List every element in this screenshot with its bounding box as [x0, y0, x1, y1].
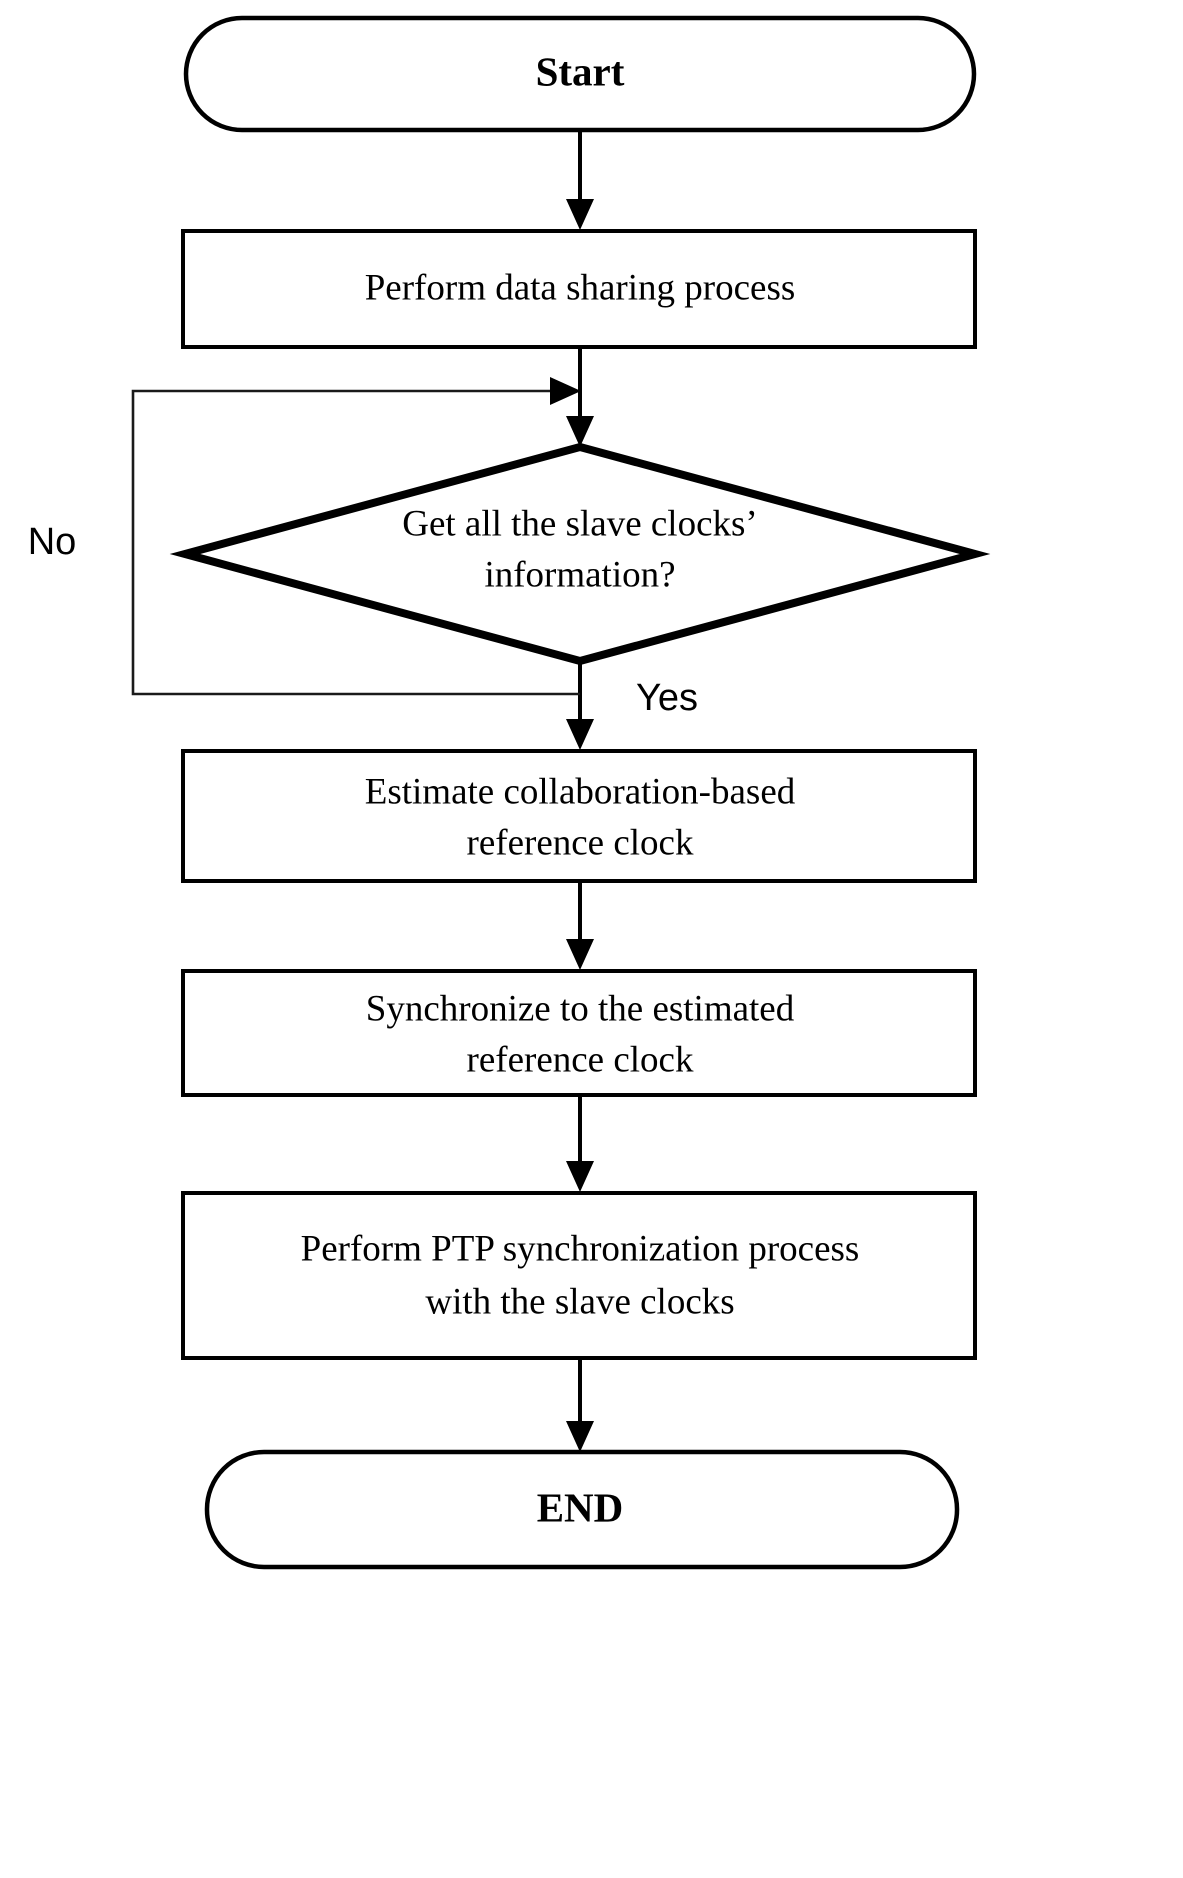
node-estimate-reference-label-line2: reference clock [467, 822, 694, 863]
connector-ptp-to-end [566, 1358, 594, 1452]
connector-synchronize-to-ptp [566, 1095, 594, 1192]
connector-data-sharing-to-decision [566, 347, 594, 447]
connector-start-to-data-sharing [566, 130, 594, 230]
node-end-label: END [537, 1484, 624, 1530]
node-decision-slave-info-label-line2: information? [484, 554, 675, 595]
connector-estimate-to-synchronize [566, 881, 594, 970]
connector-no-feedback-loop [131, 377, 581, 696]
branch-label-yes: Yes [636, 677, 698, 719]
branch-label-no: No [28, 521, 77, 563]
connector-decision-to-estimate [566, 661, 594, 750]
node-decision-slave-info-label-line1: Get all the slave clocks’ [402, 503, 757, 544]
node-synchronize-reference-label-line1: Synchronize to the estimated [366, 988, 795, 1029]
node-estimate-reference[interactable]: Estimate collaboration-based reference c… [181, 749, 977, 883]
node-synchronize-reference-label-line2: reference clock [467, 1039, 694, 1080]
node-perform-data-sharing-label: Perform data sharing process [365, 267, 796, 308]
node-ptp-sync-label-line1: Perform PTP synchronization process [301, 1228, 860, 1269]
node-estimate-reference-label-line1: Estimate collaboration-based [365, 771, 796, 812]
node-perform-data-sharing[interactable]: Perform data sharing process [181, 229, 977, 349]
node-start[interactable]: Start [183, 15, 977, 133]
node-ptp-sync[interactable]: Perform PTP synchronization process with… [181, 1191, 977, 1360]
node-decision-slave-info[interactable]: Get all the slave clocks’ information? [169, 442, 991, 666]
node-synchronize-reference[interactable]: Synchronize to the estimated reference c… [181, 969, 977, 1097]
node-ptp-sync-label-line2: with the slave clocks [425, 1281, 734, 1322]
node-start-label: Start [536, 48, 625, 94]
node-end[interactable]: END [204, 1449, 960, 1570]
